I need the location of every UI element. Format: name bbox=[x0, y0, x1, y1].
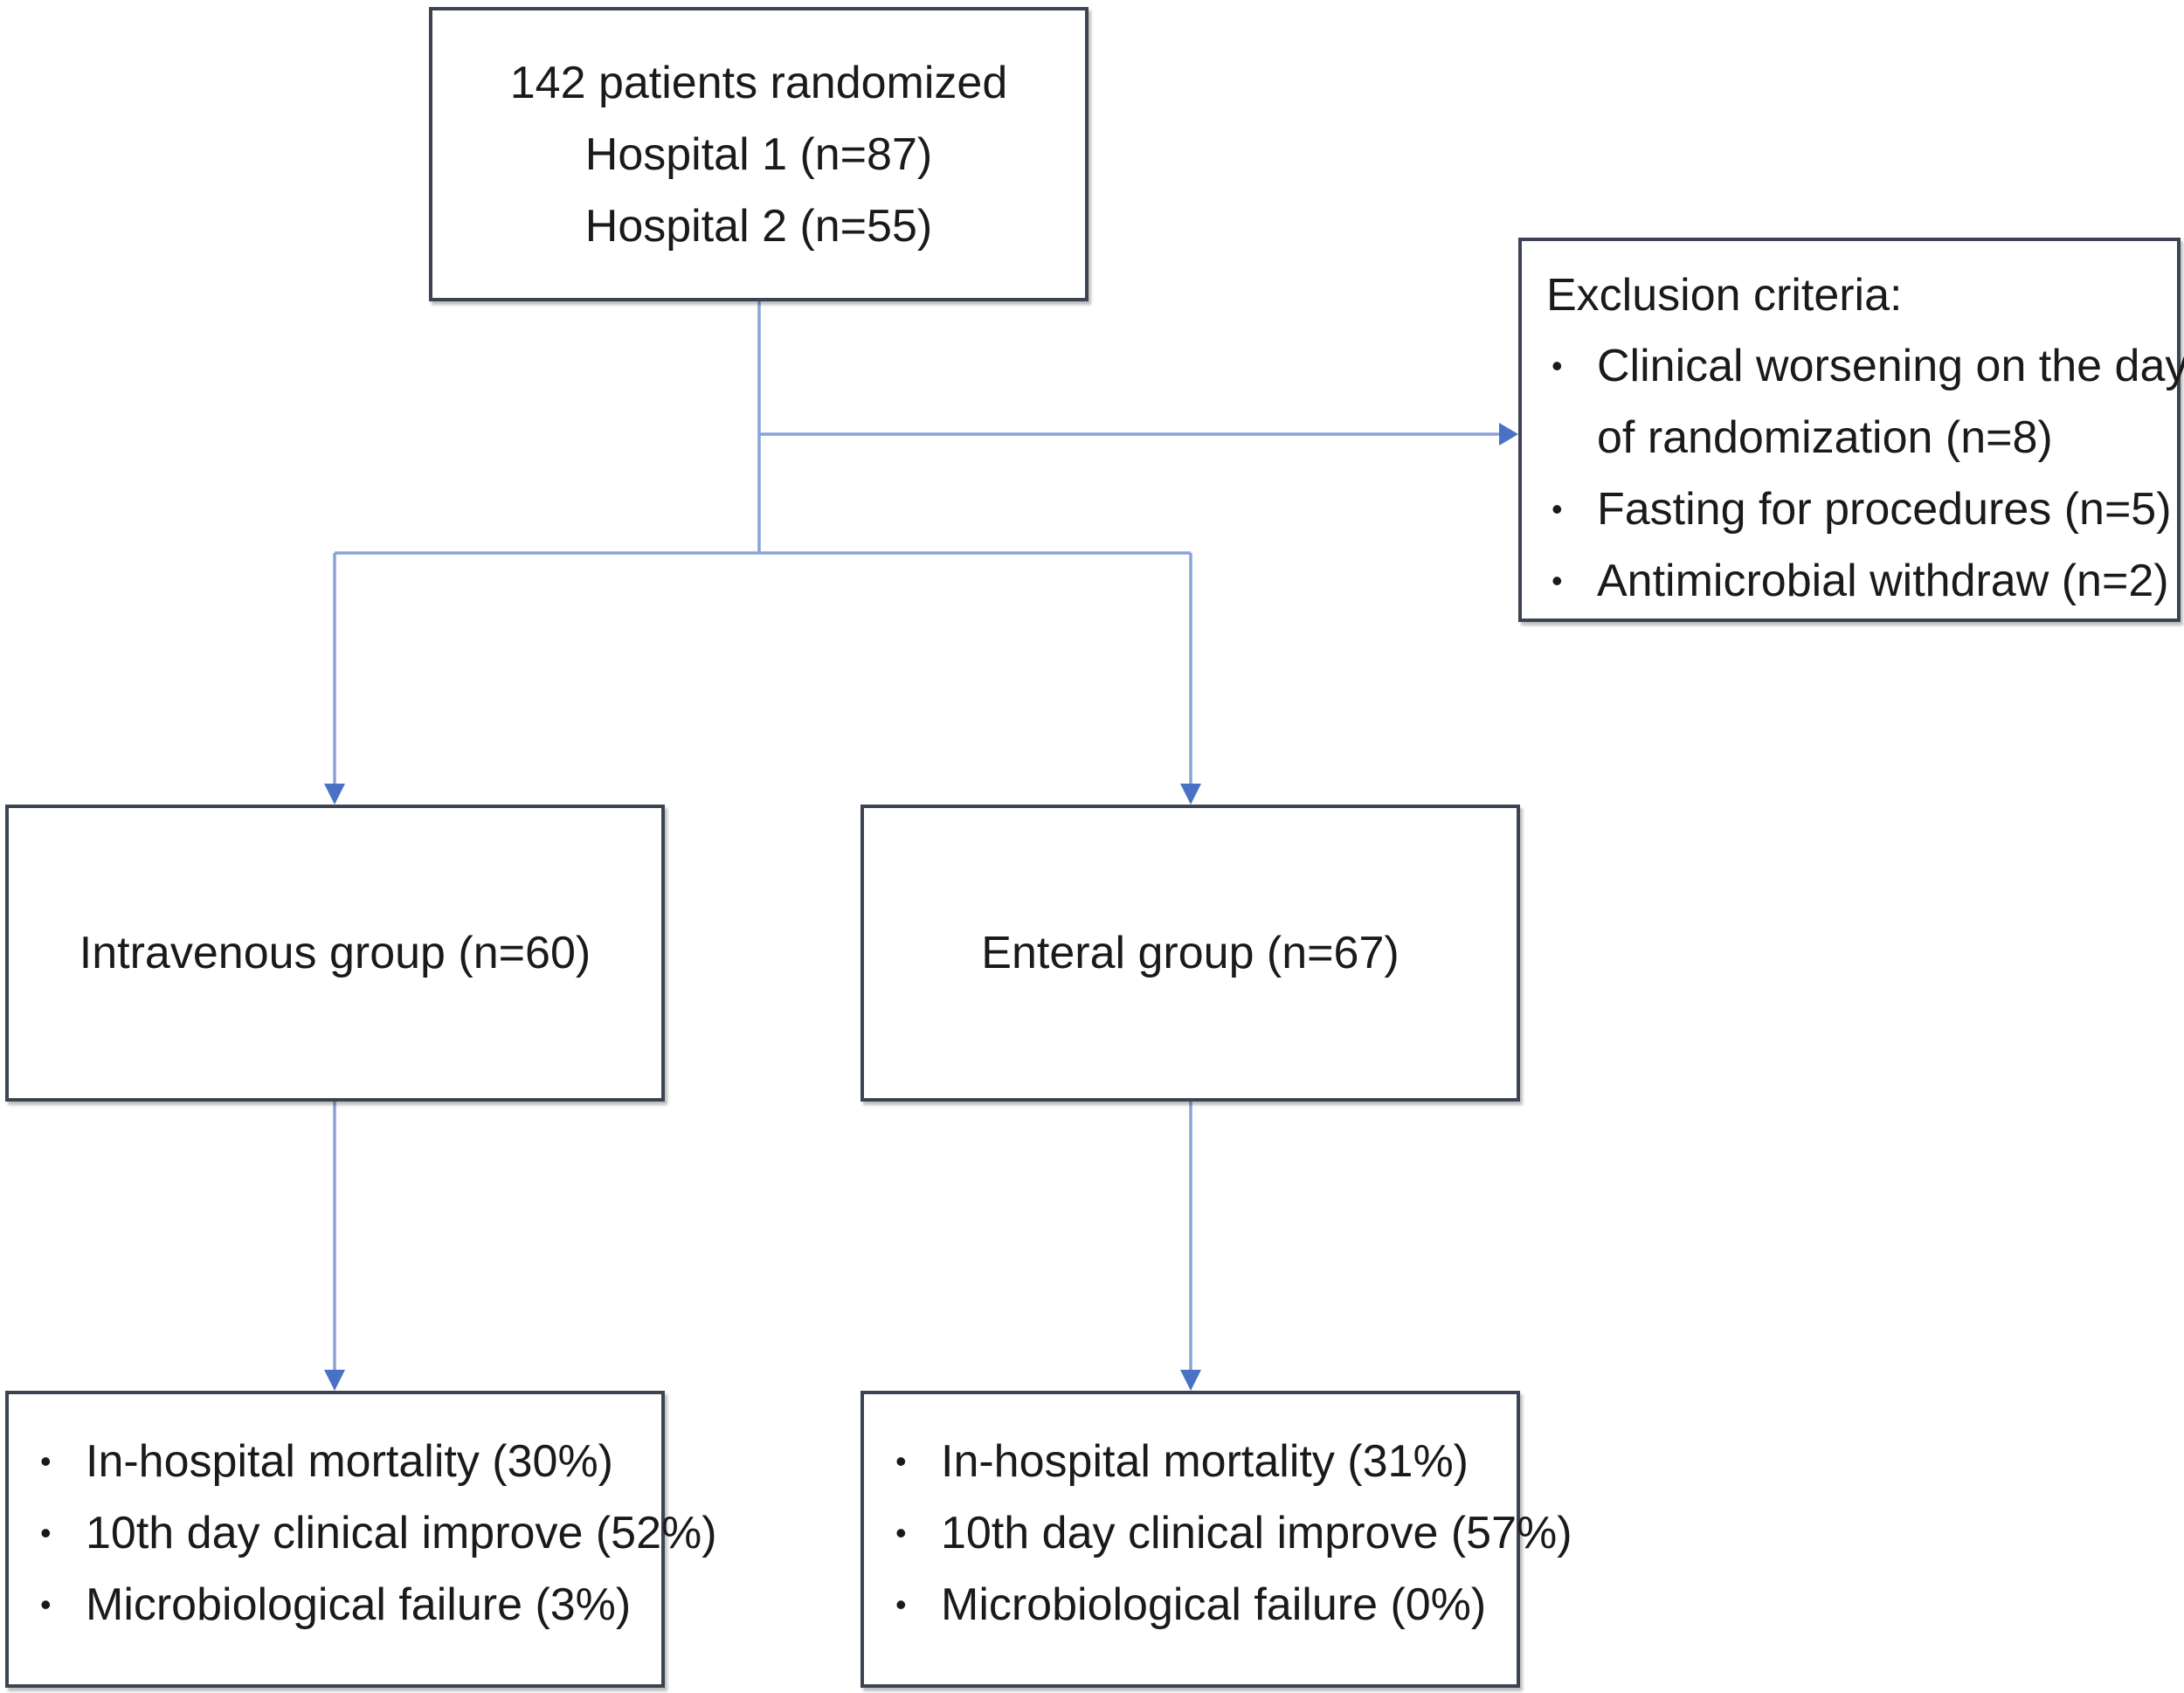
enteral-mortality: In-hospital mortality (31%) bbox=[890, 1426, 1517, 1497]
intravenous-outcomes-box: In-hospital mortality (30%) 10th day cli… bbox=[5, 1391, 717, 1688]
intravenous-outcomes-list: In-hospital mortality (30%) 10th day cli… bbox=[35, 1426, 717, 1641]
enteral-group-box: Enteral group (n=67) bbox=[860, 805, 1520, 1102]
enteral-microbiological-failure: Microbiological failure (0%) bbox=[890, 1569, 1517, 1641]
exclusion-box: Exclusion criteria: Clinical worsening o… bbox=[1518, 238, 2184, 622]
enteral-outcomes-box: In-hospital mortality (31%) 10th day cli… bbox=[860, 1391, 1572, 1688]
randomized-box: 142 patients randomized Hospital 1 (n=87… bbox=[429, 7, 1089, 301]
arrowhead-exclusion bbox=[1499, 423, 1518, 446]
intravenous-microbiological-failure: Microbiological failure (3%) bbox=[35, 1569, 661, 1641]
intravenous-group-label: Intravenous group (n=60) bbox=[79, 928, 591, 978]
intravenous-mortality: In-hospital mortality (30%) bbox=[35, 1426, 661, 1497]
intravenous-group-box: Intravenous group (n=60) bbox=[5, 805, 665, 1102]
arrowhead-enteral bbox=[1180, 784, 1201, 805]
exclusion-item-clinical-worsening-continued: of randomization (n=8) bbox=[1597, 412, 2053, 463]
arrowhead-intravenous-outcomes bbox=[324, 1370, 345, 1391]
hospital-2-count: Hospital 2 (n=55) bbox=[584, 200, 933, 252]
exclusion-item-antimicrobial: Antimicrobial withdraw (n=2) bbox=[1546, 545, 2177, 617]
enteral-outcomes-list: In-hospital mortality (31%) 10th day cli… bbox=[890, 1426, 1572, 1641]
arrowhead-enteral-outcomes bbox=[1180, 1370, 1201, 1391]
exclusion-item-fasting: Fasting for procedures (n=5) bbox=[1546, 473, 2177, 545]
arrowhead-intravenous bbox=[324, 784, 345, 805]
exclusion-list: Clinical worsening on the day of randomi… bbox=[1546, 330, 2184, 617]
exclusion-title: Exclusion criteria: bbox=[1546, 270, 1903, 321]
randomized-total: 142 patients randomized bbox=[509, 57, 1008, 108]
exclusion-item-clinical-worsening: Clinical worsening on the day bbox=[1546, 330, 2184, 402]
hospital-1-count: Hospital 1 (n=87) bbox=[584, 128, 933, 180]
intravenous-clinical-improve: 10th day clinical improve (52%) bbox=[35, 1497, 717, 1569]
enteral-group-label: Enteral group (n=67) bbox=[981, 928, 1400, 978]
enteral-clinical-improve: 10th day clinical improve (57%) bbox=[890, 1497, 1572, 1569]
